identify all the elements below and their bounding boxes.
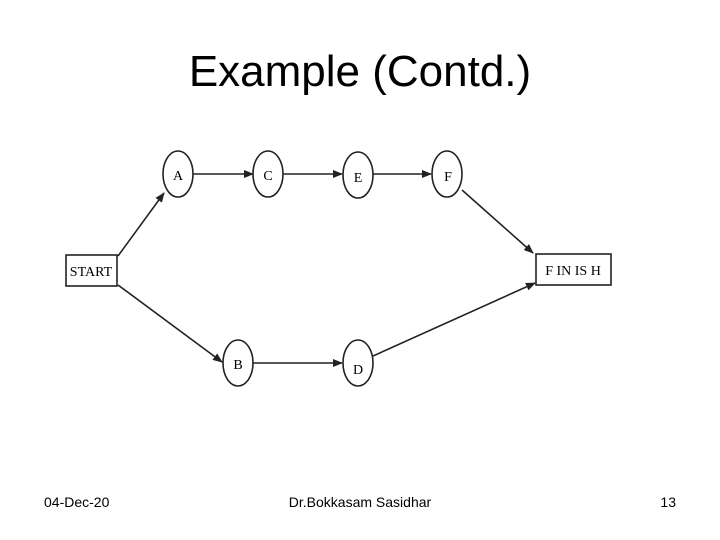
node-b: B <box>222 339 254 387</box>
footer-date: 04-Dec-20 <box>44 494 110 510</box>
node-a: A <box>162 150 194 198</box>
node-e: E <box>342 151 374 199</box>
node-b-label: B <box>233 358 242 373</box>
edge-start-b <box>117 284 223 363</box>
footer-author: Dr.Bokkasam Sasidhar <box>288 494 432 510</box>
node-a-label: A <box>173 169 184 184</box>
node-c: C <box>252 150 284 198</box>
node-start-label: START <box>70 265 113 280</box>
edge-f-finish <box>461 189 534 254</box>
node-d: D <box>342 339 374 387</box>
node-finish: F IN IS H <box>535 253 612 286</box>
node-f-label: F <box>444 170 452 185</box>
node-finish-label: F IN IS H <box>545 264 601 279</box>
node-start: START <box>65 254 118 287</box>
edge-start-a <box>117 192 165 257</box>
node-e-label: E <box>354 171 363 186</box>
edge-d-finish <box>372 282 536 357</box>
node-c-label: C <box>263 169 272 184</box>
slide-title: Example (Contd.) <box>188 47 532 96</box>
node-d-label: D <box>353 363 363 378</box>
footer-page-number: 13 <box>660 494 676 510</box>
node-f: F <box>431 150 463 198</box>
